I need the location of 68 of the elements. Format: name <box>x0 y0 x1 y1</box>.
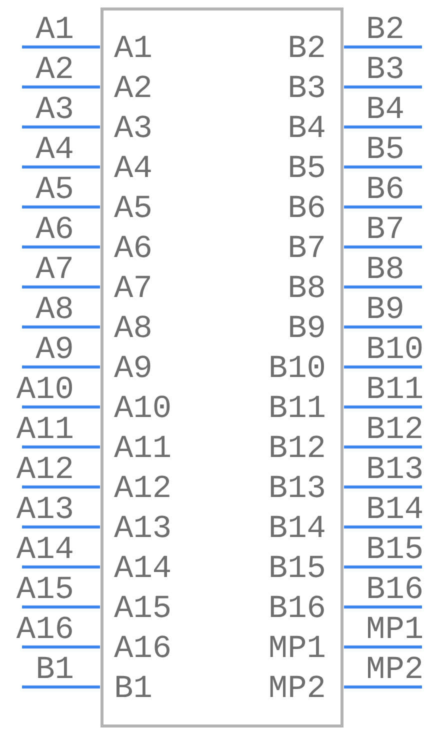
pin-name: B7 <box>288 233 326 265</box>
pin-number: B8 <box>366 254 404 286</box>
pin-number: B1 <box>36 654 74 686</box>
pin-number: A12 <box>16 454 74 486</box>
pin-name: A8 <box>114 313 152 345</box>
pin-number: A2 <box>36 54 74 86</box>
pin-number: B6 <box>366 174 404 206</box>
pin-name: MP1 <box>268 633 326 665</box>
pin-name: A6 <box>114 233 152 265</box>
pin-name: A15 <box>114 593 172 625</box>
pin-name: B15 <box>268 553 326 585</box>
pin-number: A16 <box>16 614 74 646</box>
pin-number: B5 <box>366 134 404 166</box>
pin-number: B10 <box>366 334 424 366</box>
pin-number: A9 <box>36 334 74 366</box>
pin-name: B9 <box>288 313 326 345</box>
pin-name: A11 <box>114 433 172 465</box>
pin-name: B4 <box>288 113 326 145</box>
pin-number: B3 <box>366 54 404 86</box>
pin-name: A2 <box>114 73 152 105</box>
pin-number: A5 <box>36 174 74 206</box>
pin-name: B14 <box>268 513 326 545</box>
pin-number: A1 <box>36 14 74 46</box>
pin-number: A15 <box>16 574 74 606</box>
pin-name: A16 <box>114 633 172 665</box>
pin-number: A4 <box>36 134 74 166</box>
pin-name: B10 <box>268 353 326 385</box>
pin-number: B13 <box>366 454 424 486</box>
pin-name: A3 <box>114 113 152 145</box>
pin-number: B9 <box>366 294 404 326</box>
pin-number: A3 <box>36 94 74 126</box>
pin-number: MP1 <box>366 614 424 646</box>
pin-name: B8 <box>288 273 326 305</box>
pin-number: MP2 <box>366 654 424 686</box>
pin-name: A7 <box>114 273 152 305</box>
pin-name: B13 <box>268 473 326 505</box>
pin-number: B7 <box>366 214 404 246</box>
pin-name: B12 <box>268 433 326 465</box>
pin-name: B5 <box>288 153 326 185</box>
pin-number: B12 <box>366 414 424 446</box>
pin-number: B15 <box>366 534 424 566</box>
pin-name: MP2 <box>268 673 326 705</box>
pin-number: A11 <box>16 414 74 446</box>
pin-number: A8 <box>36 294 74 326</box>
pin-name: A13 <box>114 513 172 545</box>
pin-name: B2 <box>288 33 326 65</box>
pin-number: A7 <box>36 254 74 286</box>
pin-name: A10 <box>114 393 172 425</box>
pin-number: A10 <box>16 374 74 406</box>
pin-number: B14 <box>366 494 424 526</box>
pin-name: B1 <box>114 673 152 705</box>
pin-name: A9 <box>114 353 152 385</box>
pin-name: A12 <box>114 473 172 505</box>
pin-name: A5 <box>114 193 152 225</box>
pin-name: A4 <box>114 153 152 185</box>
pin-name: A14 <box>114 553 172 585</box>
pin-number: A14 <box>16 534 74 566</box>
pin-number: A13 <box>16 494 74 526</box>
pin-number: A6 <box>36 214 74 246</box>
pin-number: B11 <box>366 374 424 406</box>
pin-name: B16 <box>268 593 326 625</box>
pin-name: B11 <box>268 393 326 425</box>
pin-number: B4 <box>366 94 404 126</box>
pin-name: A1 <box>114 33 152 65</box>
pin-number: B16 <box>366 574 424 606</box>
pin-name: B3 <box>288 73 326 105</box>
pin-name: B6 <box>288 193 326 225</box>
pin-number: B2 <box>366 14 404 46</box>
